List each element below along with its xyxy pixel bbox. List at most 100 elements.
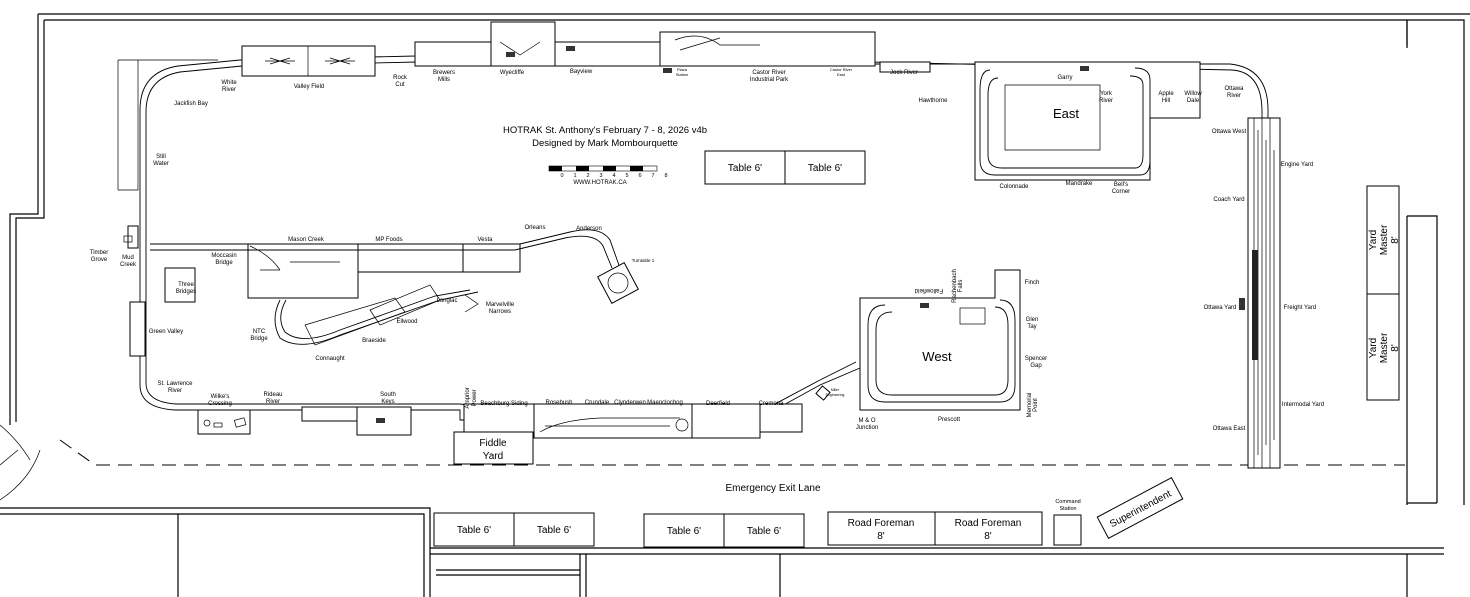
station-castor-river-2: Industrial Park [750, 77, 789, 83]
station-mp-foods: MP Foods [375, 237, 402, 243]
yard-master-1-line2: Master [1379, 224, 1390, 255]
scale-tick-0: 0 [560, 173, 563, 179]
station-rachenbach-1: Rachenbach [952, 269, 958, 303]
station-rachenbach-2: Falls [958, 280, 964, 293]
station-york-river-1: York [1100, 91, 1113, 97]
station-brewers-mills-1: Brewers [433, 70, 455, 76]
scale-bar [548, 165, 658, 172]
west-section: West [859, 269, 1021, 411]
station-white-river-1: White [221, 80, 237, 86]
station-bayview: Bayview [570, 69, 593, 75]
table-bottom-1: Table 6' [457, 525, 491, 536]
station-crundale: Crundale [585, 400, 610, 406]
station-anderson: Anderson [576, 226, 602, 232]
station-castor-east-2: East [837, 72, 846, 77]
station-fallowfield: Fallowfield [915, 287, 943, 293]
station-longlac: Longlac [436, 298, 457, 304]
station-bells-corner-2: Corner [1112, 189, 1130, 195]
table-bottom-2: Table 6' [537, 525, 571, 536]
station-brewers-mills-2: Mills [438, 77, 450, 83]
station-ottawa-west: Ottawa West [1212, 129, 1247, 135]
station-freight-yard: Freight Yard [1284, 305, 1316, 311]
station-st-lawrence-1: St. Lawrence [157, 381, 193, 387]
station-glen-tay-2: Tay [1027, 324, 1036, 330]
station-wyecliffe: Wyecliffe [500, 70, 525, 76]
station-labels: White River Valley Field Rock Cut Brewer… [90, 67, 1324, 432]
station-york-river-2: River [1099, 98, 1113, 104]
scale-tick-4: 4 [612, 173, 615, 179]
station-arnprior-1: Arnprior [465, 387, 471, 408]
station-rosebush: Rosebush [545, 400, 572, 406]
road-foreman-2-line1: Road Foreman [955, 518, 1022, 529]
station-memorial-point-2: Point [1033, 398, 1039, 412]
scale-tick-7: 7 [651, 173, 654, 179]
table-bottom-3: Table 6' [667, 526, 701, 537]
command-station-line1: Command [1055, 499, 1080, 505]
station-prescott: Prescott [938, 417, 960, 423]
station-colonnade: Colonnade [999, 184, 1029, 190]
station-white-river-2: River [222, 87, 236, 93]
emergency-lane: Emergency Exit Lane [59, 439, 1405, 494]
station-still-water-2: Water [153, 161, 169, 167]
station-jackfish-bay: Jackfish Bay [174, 101, 208, 107]
station-apple-hill-2: Hill [1162, 98, 1170, 104]
station-vesta: Vesta [477, 237, 493, 243]
station-moccasin-bridge-2: Bridge [215, 260, 233, 266]
scale-tick-3: 3 [599, 173, 602, 179]
emergency-lane-label: Emergency Exit Lane [725, 483, 820, 494]
yard-master-tables: Yard Master 8' Yard Master 8' [1366, 185, 1401, 401]
station-marvelville-2: Narrows [489, 309, 511, 315]
yard-master-2-line2: Master [1379, 332, 1390, 363]
bottom-modules [197, 385, 831, 465]
station-ntc-bridge-1: NTC [253, 329, 266, 335]
yard-master-1-line3: 8' [1390, 236, 1401, 244]
yard-master-2-line3: 8' [1390, 344, 1401, 352]
station-castor-river-1: Castor River [752, 70, 785, 76]
center-peninsula [123, 225, 639, 357]
station-ottawa-yard: Ottawa Yard [1204, 305, 1237, 311]
station-beachburg: Beachburg Siding [480, 401, 527, 407]
station-rideau-river-2: River [266, 399, 280, 405]
station-ottawa-river-2: River [1227, 93, 1241, 99]
station-south-keys-1: South [380, 392, 396, 398]
station-ottawa-river-1: Ottawa [1224, 86, 1244, 92]
layout-title: HOTRAK St. Anthony's February 7 - 8, 202… [503, 125, 707, 136]
road-foreman-1-line2: 8' [877, 531, 885, 542]
fiddle-yard-line1: Fiddle [479, 438, 507, 449]
station-plaza-2: Station [676, 72, 688, 77]
station-braeside: Braeside [362, 338, 386, 344]
station-arnprior-2: Power [472, 389, 478, 406]
station-mo-junction-2: Junction [856, 425, 878, 431]
top-modules [241, 21, 931, 77]
station-green-valley: Green Valley [149, 329, 183, 335]
station-mason-creek: Mason Creek [288, 237, 325, 243]
station-st-lawrence-2: River [168, 388, 182, 394]
station-moccasin-bridge-1: Moccasin [211, 253, 236, 259]
station-spencer-gap-1: Spencer [1025, 356, 1047, 362]
station-orleans: Orleans [524, 225, 545, 231]
scale-tick-1: 1 [573, 173, 576, 179]
table-mid-2: Table 6' [808, 163, 842, 174]
road-foreman-1-line1: Road Foreman [848, 518, 915, 529]
station-spencer-gap-2: Gap [1030, 363, 1042, 369]
west-label: West [922, 349, 952, 364]
station-south-keys-2: Keys [381, 399, 394, 405]
room-walls [0, 13, 1470, 597]
scale-tick-8: 8 [664, 173, 667, 179]
scale-tick-6: 6 [638, 173, 641, 179]
station-intermodal-yard: Intermodal Yard [1282, 402, 1324, 408]
station-castor-east-1: Castor River [830, 67, 853, 72]
station-jock-river: Jock River [890, 70, 918, 76]
station-rock-cut-2: Cut [395, 82, 405, 88]
station-clynderwen: Clynderwen [614, 400, 646, 406]
title-block: HOTRAK St. Anthony's February 7 - 8, 202… [503, 125, 707, 186]
station-timber-grove-1: Timber [90, 250, 108, 256]
station-finch: Finch [1025, 280, 1040, 286]
station-engineering-2: Engineering [826, 393, 845, 397]
station-timber-grove-2: Grove [91, 257, 108, 263]
table-bottom-4: Table 6' [747, 526, 781, 537]
station-plaza-1: Plaza [677, 67, 688, 72]
station-hawthorne: Hawthorne [918, 98, 948, 104]
station-memorial-point-1: Memorial [1027, 393, 1033, 418]
